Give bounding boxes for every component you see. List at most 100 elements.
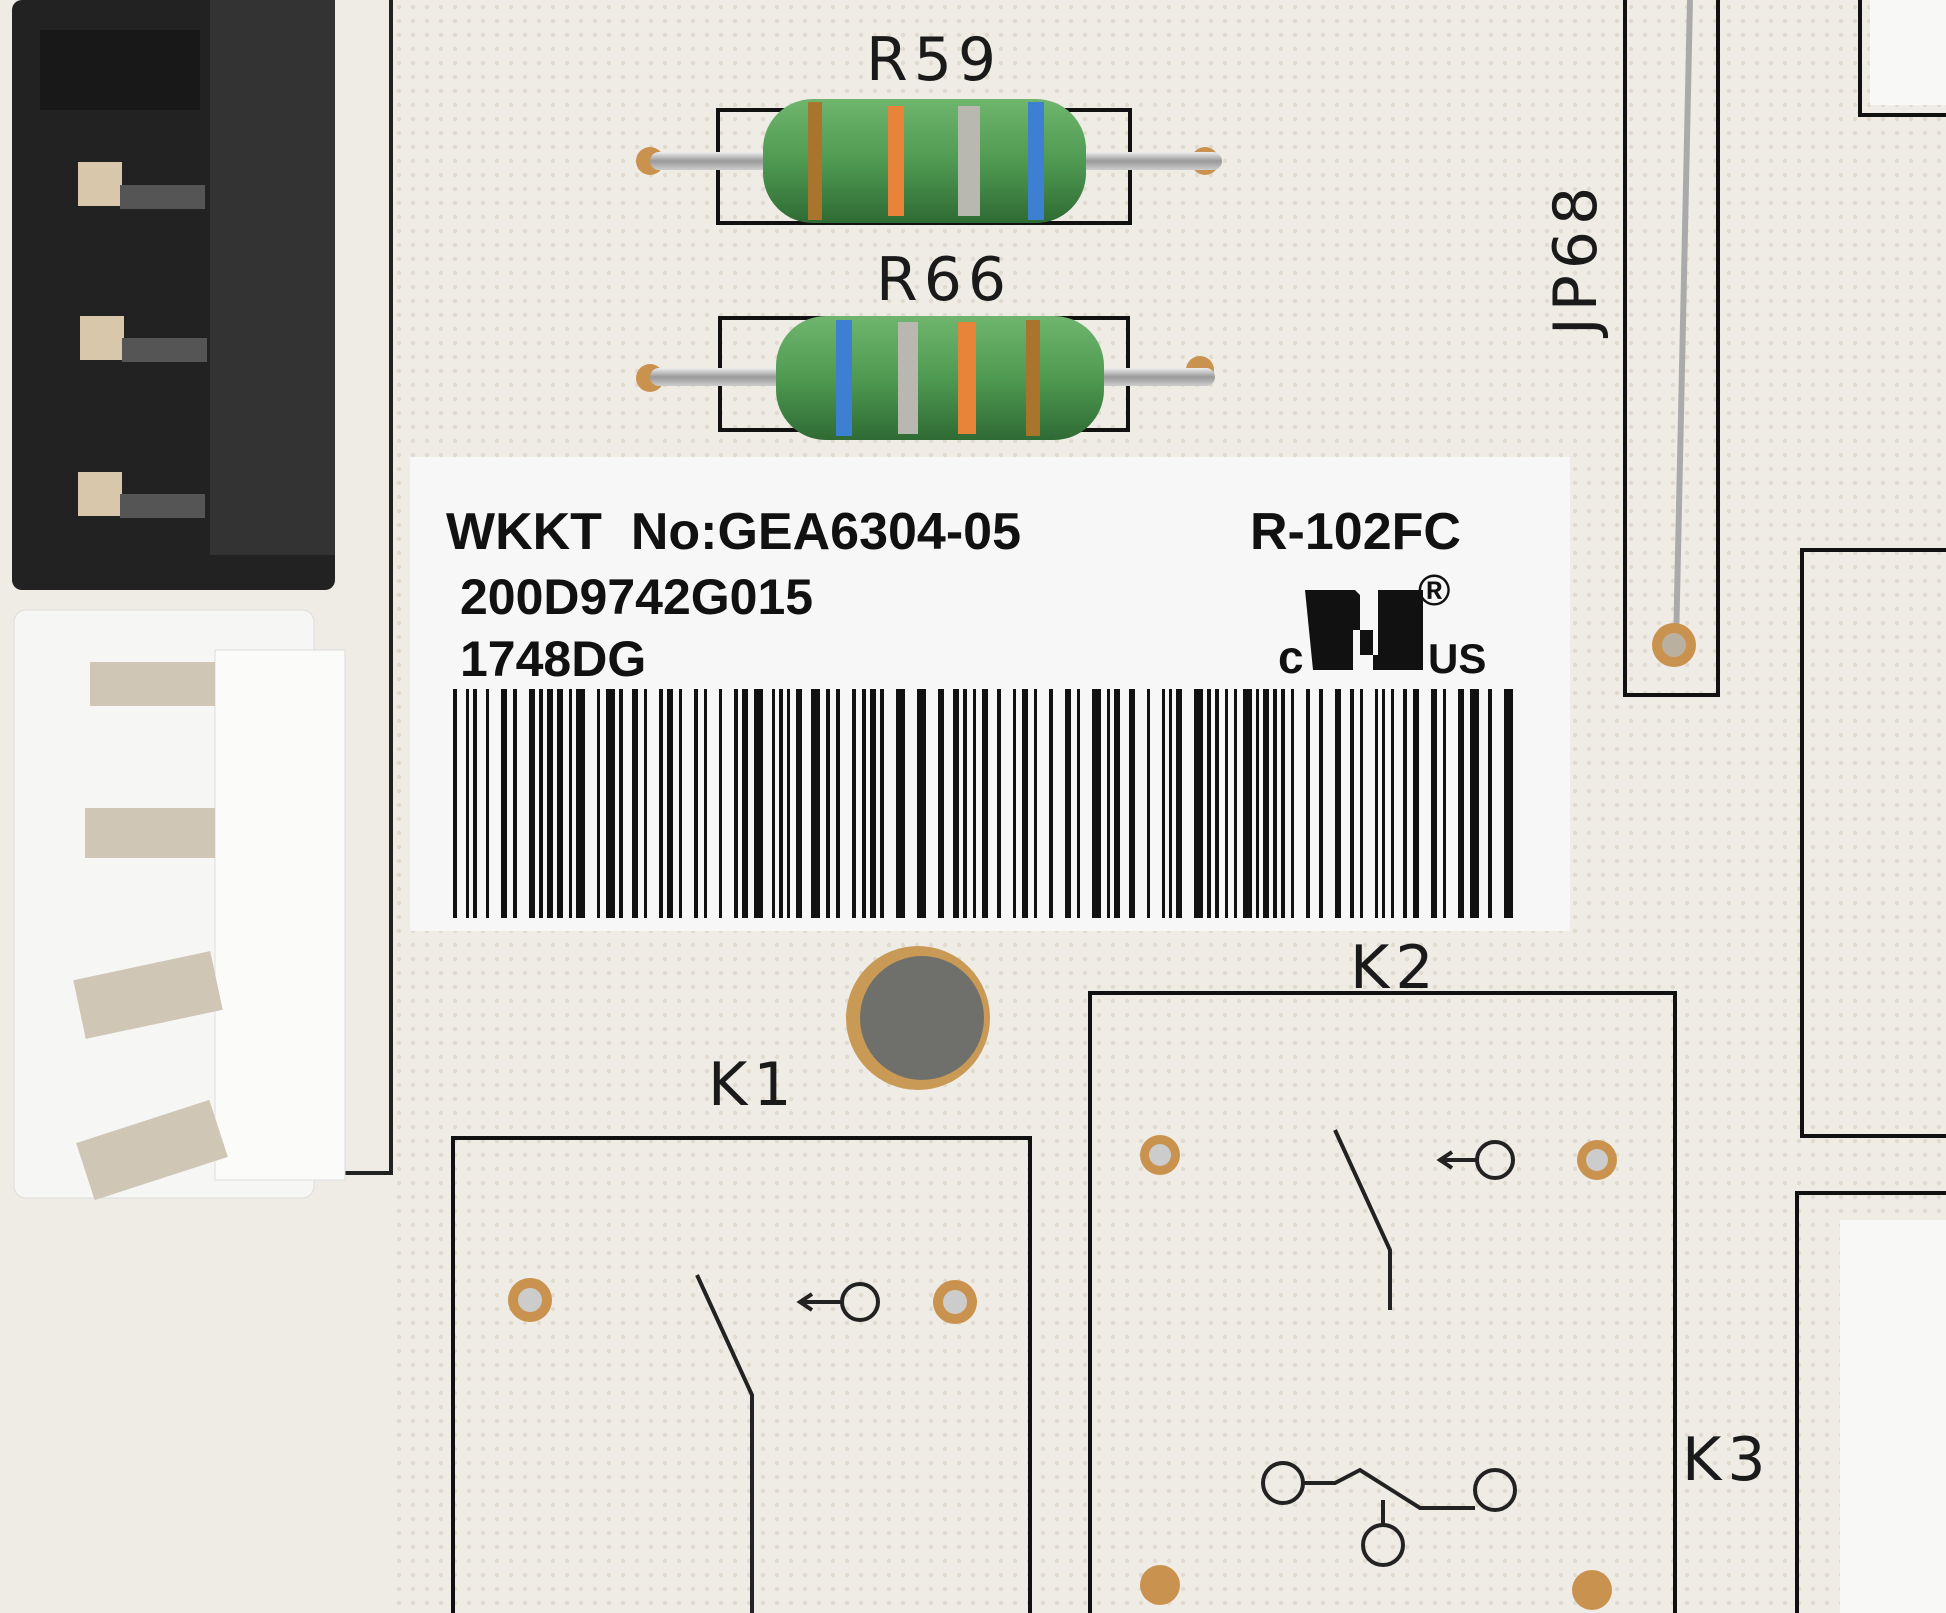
barcode-bar bbox=[1169, 689, 1172, 918]
barcode-bar bbox=[513, 689, 517, 918]
barcode-bar bbox=[466, 689, 469, 918]
product-label: WKKT No:GEA6304-05 R-102FC 200D9742G015 … bbox=[410, 457, 1570, 931]
barcode-bar bbox=[1273, 689, 1277, 918]
black-connector bbox=[12, 0, 335, 590]
barcode-bar bbox=[870, 689, 876, 918]
white-connector bbox=[13, 609, 346, 1201]
barcode-bar bbox=[529, 689, 535, 918]
barcode-bar bbox=[1092, 689, 1101, 918]
barcode-bar bbox=[597, 689, 600, 918]
jumper-wire bbox=[1673, 0, 1693, 646]
barcode-bar bbox=[862, 689, 866, 918]
svg-text:®: ® bbox=[1418, 566, 1450, 615]
barcode-bar bbox=[557, 689, 563, 918]
barcode-bar bbox=[501, 689, 507, 918]
barcode-bar bbox=[619, 689, 623, 918]
barcode-bar bbox=[606, 689, 615, 918]
barcode-bar bbox=[742, 689, 748, 918]
barcode-bar bbox=[1162, 689, 1165, 918]
relay-k1-symbol bbox=[508, 1274, 977, 1613]
svg-text:c: c bbox=[1278, 631, 1304, 683]
barcode-bar bbox=[982, 689, 988, 918]
barcode-bar bbox=[1360, 689, 1363, 918]
barcode-bar bbox=[1013, 689, 1016, 918]
barcode-bar bbox=[473, 689, 477, 918]
resistor-r66 bbox=[776, 316, 1104, 440]
barcode-bar bbox=[1147, 689, 1150, 918]
barcode-bar bbox=[1350, 689, 1354, 918]
silkscreen-r59: R59 bbox=[866, 25, 1002, 95]
barcode-bar bbox=[754, 689, 763, 918]
barcode-bar bbox=[826, 689, 830, 918]
barcode-bar bbox=[547, 689, 553, 918]
barcode-bar bbox=[997, 689, 1001, 918]
barcode-bar bbox=[1256, 689, 1259, 918]
barcode-bar bbox=[576, 689, 585, 918]
barcode-bar bbox=[1215, 689, 1219, 918]
silkscreen-r66: R66 bbox=[876, 245, 1012, 315]
barcode-bar bbox=[1194, 689, 1203, 918]
barcode-bar bbox=[569, 689, 572, 918]
barcode-bar bbox=[953, 689, 959, 918]
barcode-bar bbox=[963, 689, 967, 918]
barcode-bar bbox=[1458, 689, 1464, 918]
barcode-bar bbox=[896, 689, 905, 918]
barcode-bar bbox=[1034, 689, 1037, 918]
label-model-number: WKKT No:GEA6304-05 bbox=[446, 503, 1021, 561]
barcode bbox=[453, 689, 1513, 918]
barcode-bar bbox=[659, 689, 663, 918]
barcode-bar bbox=[719, 689, 722, 918]
barcode-bar bbox=[796, 689, 802, 918]
barcode-bar bbox=[704, 689, 707, 918]
barcode-bar bbox=[667, 689, 673, 918]
barcode-bar bbox=[880, 689, 884, 918]
barcode-bar bbox=[694, 689, 698, 918]
barcode-bar bbox=[1207, 689, 1211, 918]
barcode-bar bbox=[1022, 689, 1028, 918]
silkscreen-k3: K3 bbox=[1682, 1425, 1772, 1495]
barcode-bar bbox=[1403, 689, 1407, 918]
silkscreen-k1: K1 bbox=[708, 1050, 798, 1120]
barcode-bar bbox=[811, 689, 820, 918]
barcode-bar bbox=[1291, 689, 1294, 918]
barcode-bar bbox=[1077, 689, 1080, 918]
barcode-bar bbox=[938, 689, 944, 918]
barcode-bar bbox=[486, 689, 489, 918]
silkscreen-jp68: JP68 bbox=[1541, 181, 1611, 339]
barcode-bar bbox=[1176, 689, 1182, 918]
barcode-bar bbox=[1243, 689, 1252, 918]
barcode-bar bbox=[772, 689, 775, 918]
label-serial: 200D9742G015 bbox=[460, 569, 813, 625]
label-date-code: 1748DG bbox=[460, 631, 646, 687]
barcode-bar bbox=[787, 689, 790, 918]
resistor-r59 bbox=[763, 99, 1086, 223]
label-part-code: R-102FC bbox=[1250, 503, 1461, 561]
barcode-bar bbox=[1049, 689, 1053, 918]
barcode-bar bbox=[644, 689, 647, 918]
silkscreen-k2: K2 bbox=[1350, 933, 1440, 1003]
ul-certification-mark: c US ® bbox=[1278, 566, 1486, 683]
barcode-bar bbox=[1504, 689, 1513, 918]
barcode-bar bbox=[1114, 689, 1120, 918]
barcode-bar bbox=[632, 689, 638, 918]
barcode-bar bbox=[1335, 689, 1341, 918]
relay-k2-symbol bbox=[1140, 1129, 1617, 1610]
barcode-bar bbox=[917, 689, 926, 918]
barcode-bar bbox=[1413, 689, 1419, 918]
barcode-bar bbox=[453, 689, 457, 918]
barcode-bar bbox=[679, 689, 682, 918]
barcode-bar bbox=[1382, 689, 1385, 918]
barcode-bar bbox=[1225, 689, 1228, 918]
barcode-bar bbox=[852, 689, 856, 918]
barcode-bar bbox=[1488, 689, 1492, 918]
barcode-bar bbox=[1107, 689, 1110, 918]
barcode-bar bbox=[1319, 689, 1323, 918]
barcode-bar bbox=[1375, 689, 1378, 918]
barcode-bar bbox=[1391, 689, 1394, 918]
barcode-bar bbox=[779, 689, 783, 918]
barcode-bar bbox=[1129, 689, 1135, 918]
barcode-bar bbox=[1234, 689, 1237, 918]
barcode-bar bbox=[539, 689, 543, 918]
barcode-bar bbox=[1443, 689, 1446, 918]
